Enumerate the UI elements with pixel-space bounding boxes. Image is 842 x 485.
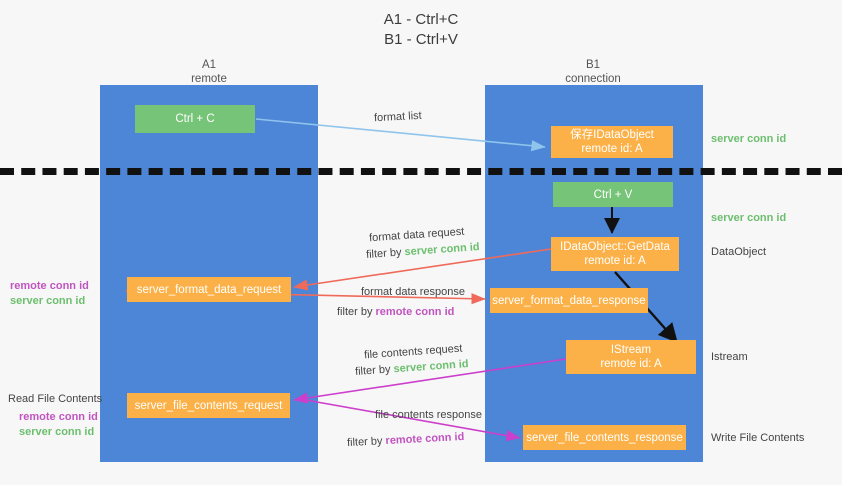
box-ctrl-c-label: Ctrl + C <box>175 113 215 125</box>
edge-label-format-data-response-filter: filter by remote conn id <box>337 305 454 320</box>
box-getdata-line1: IDataObject::GetData <box>560 241 670 253</box>
box-ctrl-c[interactable]: Ctrl + C <box>135 105 255 133</box>
filter-prefix: filter by <box>337 306 376 318</box>
filter-key-remote-conn-id: remote conn id <box>385 430 465 448</box>
annotation-remote-conn-id-a: remote conn id <box>10 280 89 292</box>
box-save-idataobject[interactable]: 保存IDataObject remote id: A <box>551 126 673 158</box>
box-idataobject-getdata[interactable]: IDataObject::GetData remote id: A <box>551 237 679 271</box>
annotation-server-conn-id-top: server conn id <box>711 133 787 145</box>
box-server-file-contents-request[interactable]: server_file_contents_request <box>127 393 290 418</box>
annotation-remote-conn-id-b: remote conn id <box>19 411 98 423</box>
box-istream-line2: remote id: A <box>600 358 662 370</box>
annotation-server-conn-id-mid: server conn id <box>711 212 787 224</box>
arrow-file-contents-request <box>293 358 567 404</box>
box-save-idataobject-line1: 保存IDataObject <box>570 129 654 141</box>
filter-key-server-conn-id: server conn id <box>404 241 480 259</box>
annotation-conn-ids-file: remote conn id server conn id <box>19 410 98 440</box>
arrow-format-data-request <box>293 248 552 291</box>
box-getdata-line2: remote id: A <box>584 255 646 267</box>
filter-key-server-conn-id: server conn id <box>393 358 469 376</box>
annotation-server-conn-id-b: server conn id <box>19 426 95 438</box>
box-server-format-data-request-label: server_format_data_request <box>136 283 282 296</box>
edge-label-file-contents-response: file contents response <box>375 409 483 421</box>
box-server-file-contents-response[interactable]: server_file_contents_response <box>523 425 686 450</box>
page-title: A1 - Ctrl+C B1 - Ctrl+V <box>0 10 842 50</box>
title-line-1: A1 - Ctrl+C <box>383 11 459 28</box>
filter-prefix: filter by <box>354 363 394 378</box>
box-server-format-data-response-label: server_format_data_response <box>492 294 646 307</box>
annotation-server-conn-id-a: server conn id <box>10 295 86 307</box>
filter-prefix: filter by <box>346 435 386 450</box>
box-server-format-data-response[interactable]: server_format_data_response <box>490 288 648 313</box>
box-server-format-data-request[interactable]: server_format_data_request <box>127 277 291 302</box>
lane-a1-sub: remote <box>191 73 227 85</box>
filter-key-remote-conn-id: remote conn id <box>375 306 455 318</box>
box-ctrl-v-label: Ctrl + V <box>593 188 633 201</box>
arrow-format-list <box>255 118 546 152</box>
phase-separator-dashed-line <box>0 168 842 175</box>
annotation-dataobject: DataObject <box>711 246 767 258</box>
box-server-file-contents-response-label: server_file_contents_response <box>526 431 683 444</box>
lane-b1-sub: connection <box>565 73 621 85</box>
edge-label-format-list: format list <box>373 109 422 125</box>
lane-header-b1: B1 connection <box>502 58 684 86</box>
title-line-2: B1 - Ctrl+V <box>384 31 458 48</box>
annotation-write-file-contents: Write File Contents <box>711 432 805 444</box>
annotation-conn-ids-format: remote conn id server conn id <box>10 279 89 309</box>
edge-label-format-data-response: format data response <box>361 286 465 298</box>
lane-header-a1: A1 remote <box>118 58 300 86</box>
lane-b1-name: B1 <box>585 59 601 71</box>
box-istream[interactable]: IStream remote id: A <box>566 340 696 374</box>
arrow-file-contents-response <box>299 398 521 442</box>
filter-prefix: filter by <box>365 246 405 261</box>
lane-a1-name: A1 <box>201 59 217 71</box>
box-server-file-contents-request-label: server_file_contents_request <box>134 399 283 412</box>
box-ctrl-v[interactable]: Ctrl + V <box>553 182 673 207</box>
box-save-idataobject-line2: remote id: A <box>581 143 643 155</box>
annotation-istream: Istream <box>711 351 748 363</box>
box-istream-line1: IStream <box>610 344 652 356</box>
annotation-read-file-contents: Read File Contents <box>8 393 103 405</box>
